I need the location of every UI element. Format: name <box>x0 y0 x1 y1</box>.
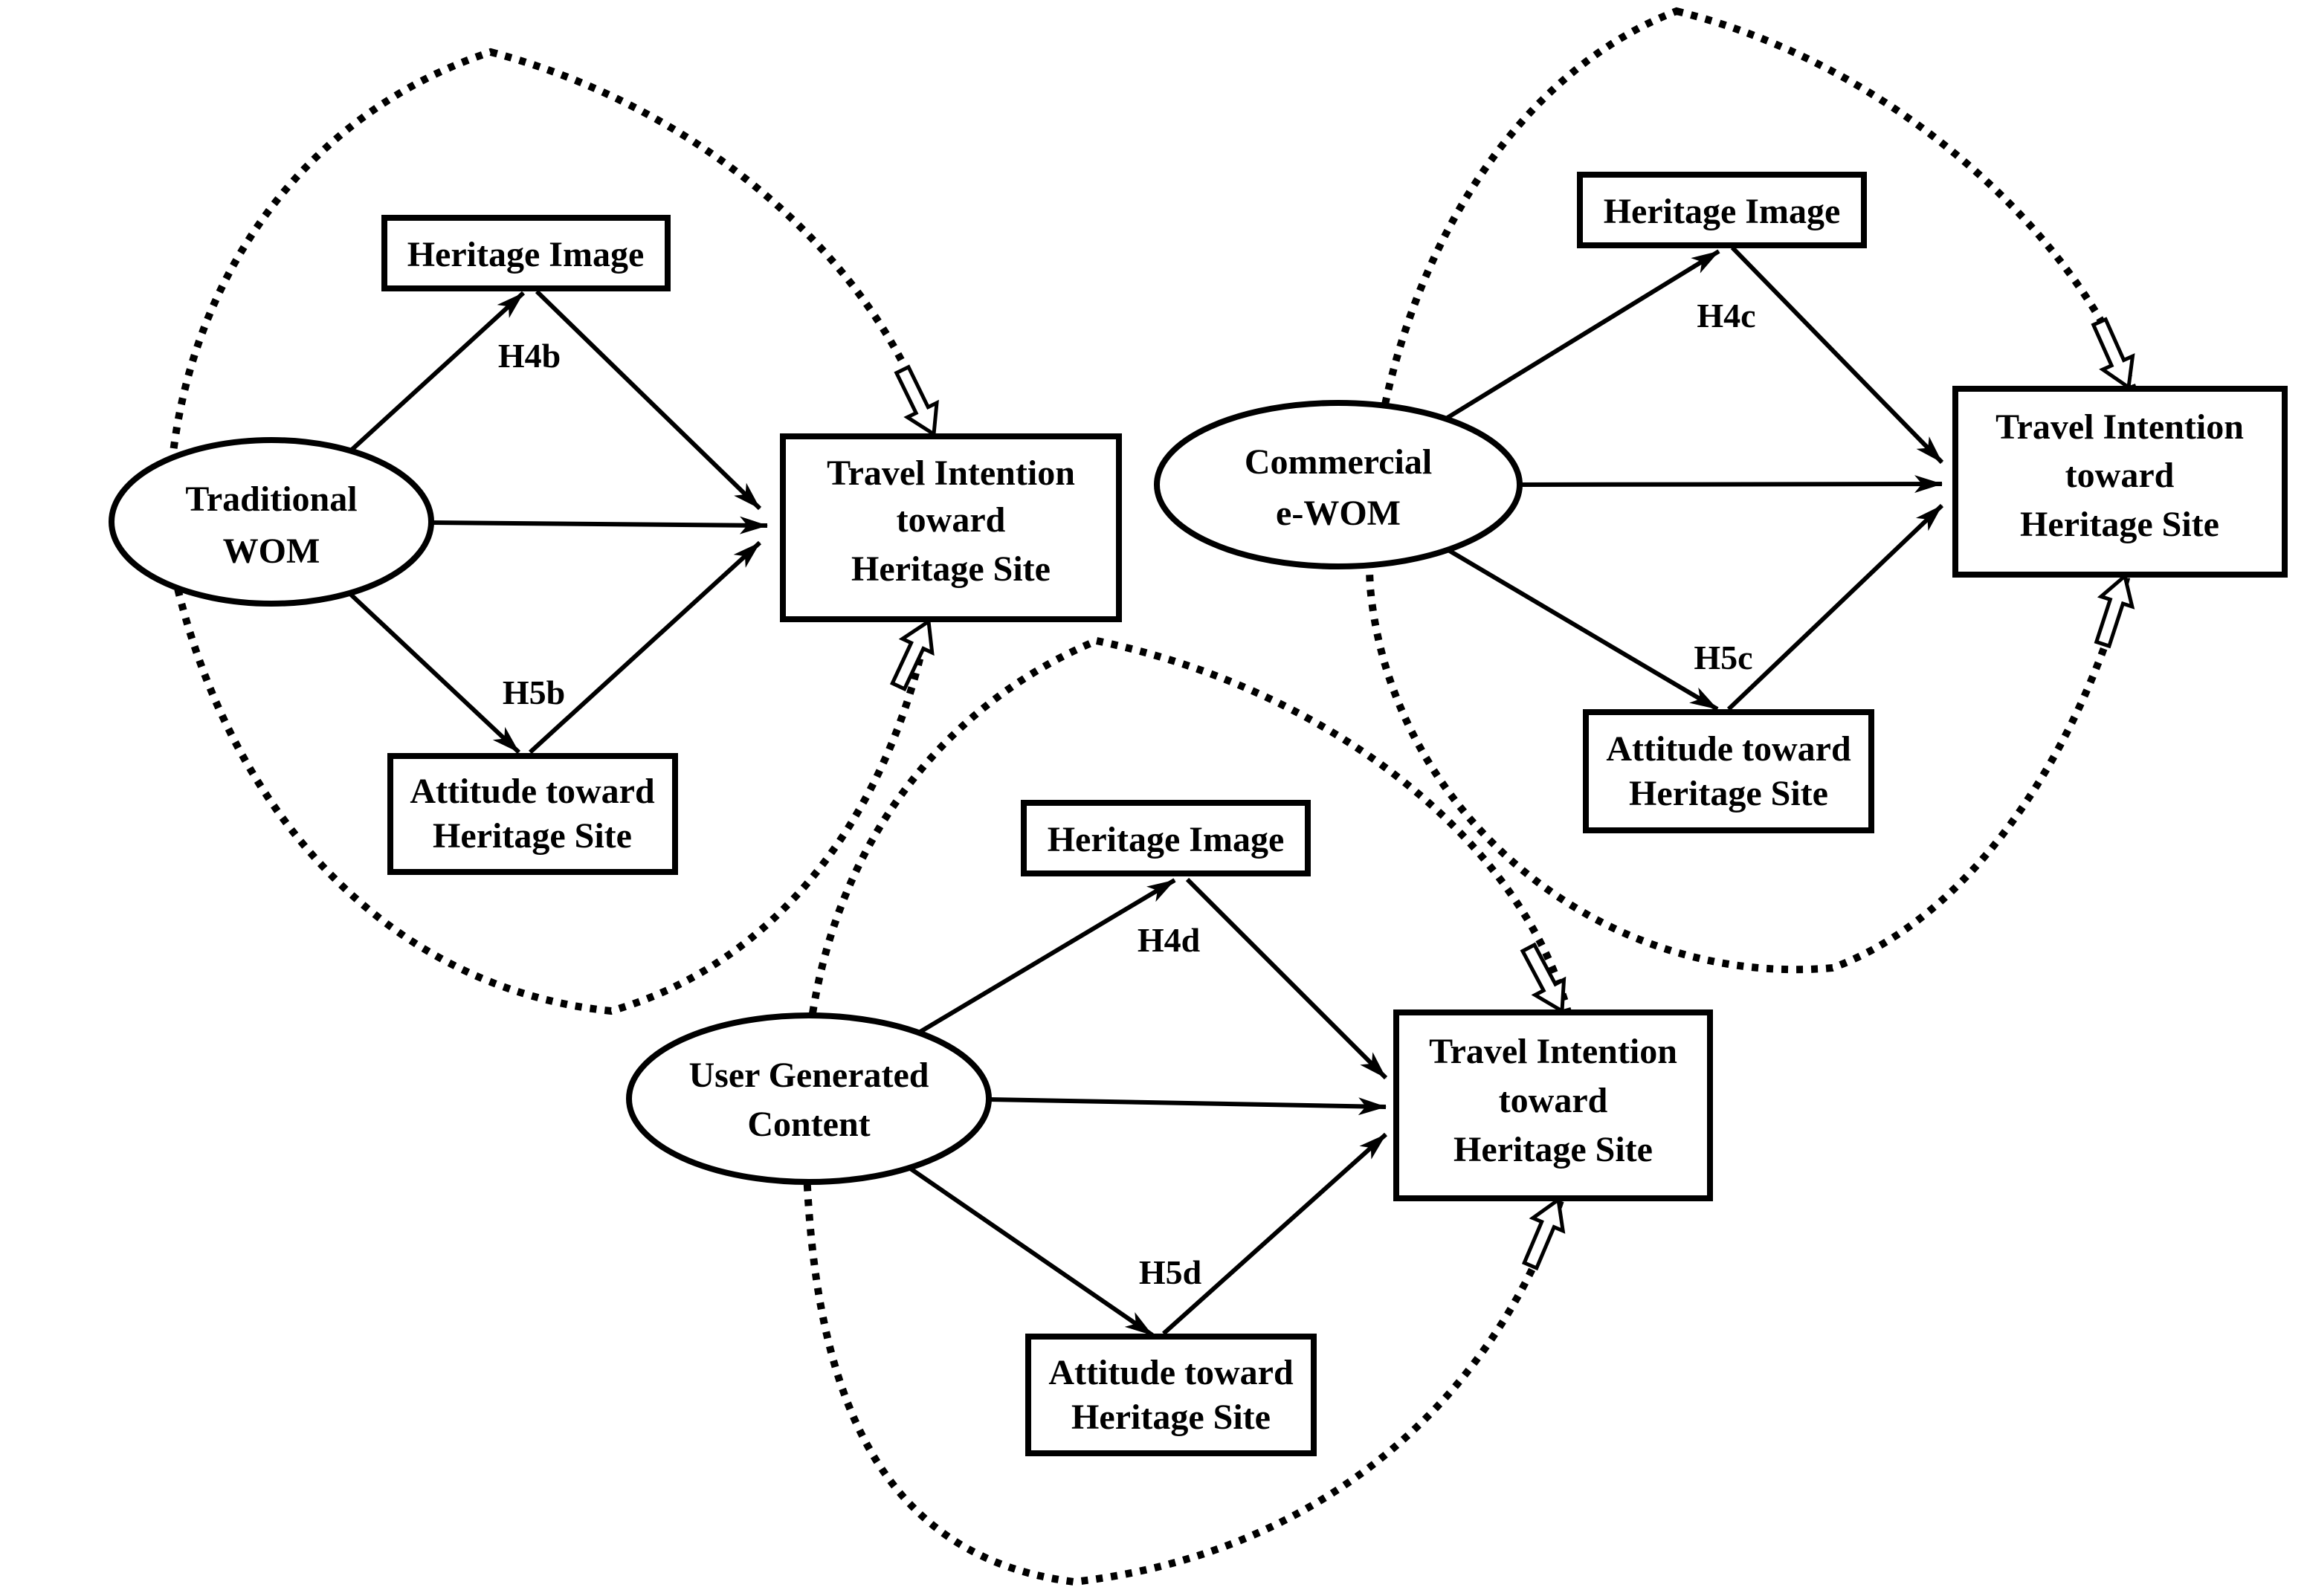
heritage-image-box <box>381 215 671 291</box>
h4-label: H4c <box>1697 297 1755 335</box>
source-construct-ellipse <box>109 437 434 607</box>
attitude-label-line2: Heritage Site <box>1071 1398 1271 1437</box>
travel-intention-label-line1: Travel Intention <box>1995 407 2244 447</box>
travel-intention-box <box>1393 1009 1713 1201</box>
heritage-image-box <box>1577 172 1867 248</box>
h5-label: H5b <box>503 673 565 711</box>
h4-path-arrow <box>349 291 526 453</box>
h5-label: H5d <box>1139 1253 1202 1291</box>
attitude-label-line2: Heritage Site <box>433 816 632 856</box>
attitude-to-intention-arrow <box>528 540 762 755</box>
heritage-image-box <box>1021 800 1311 876</box>
attitude-label-line1: Attitude toward <box>1606 729 1851 769</box>
h5-label: H5c <box>1694 639 1752 676</box>
attitude-label-line1: Attitude toward <box>1048 1353 1294 1392</box>
heritage-to-intention-arrow <box>1185 877 1388 1080</box>
attitude-box <box>1583 709 1874 833</box>
travel-intention-label-line2: toward <box>2065 456 2175 495</box>
h4-path-arrow <box>917 878 1176 1035</box>
model-user-generated-content: User Generated Content Heritage Image H4… <box>626 636 1713 1586</box>
direct-path-arrow <box>430 516 768 534</box>
h5-path-arrow <box>1447 548 1719 711</box>
heritage-image-label: Heritage Image <box>1604 192 1841 231</box>
total-effect-arrow-top <box>2091 317 2135 391</box>
travel-intention-label-line2: toward <box>897 500 1006 540</box>
total-effect-arrow-top <box>894 364 939 438</box>
travel-intention-label-line1: Travel Intention <box>827 453 1075 493</box>
h4-label: H4b <box>498 337 561 375</box>
h5-path-arrow <box>347 591 521 755</box>
model-traditional-wom: Traditional WOM Heritage Image H4b H5b A… <box>109 48 1122 1015</box>
attitude-box <box>1025 1334 1317 1456</box>
attitude-to-intention-arrow <box>1161 1132 1388 1336</box>
model-commercial-ewom: Commercial e-WOM Heritage Image H4c H5c … <box>1154 7 2288 974</box>
heritage-to-intention-arrow <box>535 289 762 511</box>
heritage-image-label: Heritage Image <box>1048 820 1285 859</box>
source-label-line1: Traditional <box>185 479 357 519</box>
attitude-box <box>387 753 678 875</box>
h5-path-arrow <box>908 1166 1154 1337</box>
heritage-image-label: Heritage Image <box>407 235 645 274</box>
direct-path-arrow <box>988 1097 1387 1116</box>
source-label-line1: User Generated <box>688 1056 929 1095</box>
direct-path-arrow <box>1519 475 1943 494</box>
attitude-to-intention-arrow <box>1726 503 1944 711</box>
travel-intention-label-line3: Heritage Site <box>2020 505 2219 544</box>
total-effect-arrow-bottom <box>889 618 935 692</box>
total-effect-dotted-loop <box>165 48 934 1015</box>
travel-intention-box <box>780 433 1122 622</box>
travel-intention-label-line3: Heritage Site <box>1453 1130 1653 1169</box>
source-label-line2: e-WOM <box>1276 494 1401 533</box>
attitude-label-line1: Attitude toward <box>410 772 655 811</box>
source-construct-ellipse <box>1154 400 1523 569</box>
source-label-line1: Commercial <box>1245 442 1432 482</box>
heritage-to-intention-arrow <box>1730 245 1944 465</box>
total-effect-arrow-bottom <box>1521 1196 1566 1271</box>
h4-label: H4d <box>1138 921 1201 959</box>
travel-intention-label-line2: toward <box>1499 1081 1608 1120</box>
source-construct-ellipse <box>626 1012 992 1185</box>
h4-path-arrow <box>1445 249 1720 421</box>
travel-intention-box <box>1952 386 2288 578</box>
total-effect-arrow-bottom <box>2094 572 2135 649</box>
source-label-line2: Content <box>747 1105 870 1144</box>
source-label-line2: WOM <box>223 532 320 571</box>
travel-intention-label-line1: Travel Intention <box>1429 1032 1677 1071</box>
attitude-label-line2: Heritage Site <box>1629 774 1828 813</box>
total-effect-arrow-top <box>1520 942 1566 1015</box>
travel-intention-label-line3: Heritage Site <box>851 549 1051 589</box>
